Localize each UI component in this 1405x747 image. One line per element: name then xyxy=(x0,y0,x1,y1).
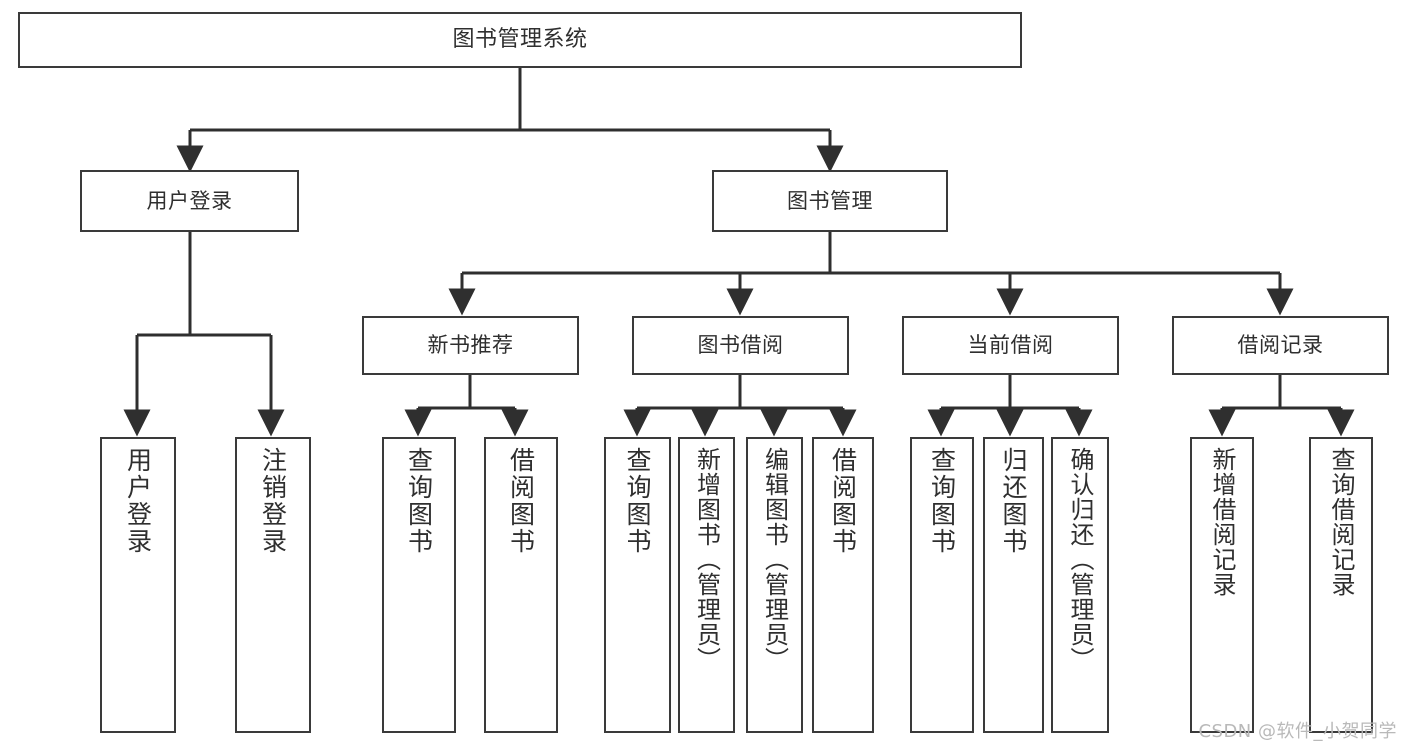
node-label: 新书推荐 xyxy=(427,333,514,358)
node-label: 用户登录 xyxy=(146,188,233,213)
leaf-user-login-signout[interactable]: 注销登录 xyxy=(235,437,311,733)
csdn-watermark: CSDN @软件_小贺同学 xyxy=(1198,721,1397,742)
node-book-borrow[interactable]: 图书借阅 xyxy=(632,316,849,375)
node-label: 图书管理系统 xyxy=(452,27,588,53)
leaf-current-query-book[interactable]: 查询图书 xyxy=(910,437,974,733)
leaf-records-add-record[interactable]: 新增借阅记录 xyxy=(1190,437,1254,733)
node-label: 借阅记录 xyxy=(1237,333,1324,358)
node-label: 查询借阅记录 xyxy=(1327,447,1355,597)
leaf-current-return-book[interactable]: 归还图书 xyxy=(983,437,1044,733)
leaf-recommend-borrow-book[interactable]: 借阅图书 xyxy=(484,437,558,733)
node-label: 图书管理 xyxy=(787,188,873,213)
node-new-book-recommend[interactable]: 新书推荐 xyxy=(362,316,579,375)
leaf-recommend-query-book[interactable]: 查询图书 xyxy=(382,437,456,733)
node-label: 查询图书 xyxy=(404,447,434,555)
node-user-login[interactable]: 用户登录 xyxy=(80,170,299,232)
node-label: 新增图书（管理员） xyxy=(692,447,721,672)
node-label: 借阅图书 xyxy=(506,447,536,555)
node-label: 当前借阅 xyxy=(967,333,1054,358)
node-label: 新增借阅记录 xyxy=(1208,447,1236,597)
node-book-management[interactable]: 图书管理 xyxy=(712,170,948,232)
node-label: 确认归还（管理员） xyxy=(1066,447,1094,672)
node-label: 归还图书 xyxy=(999,447,1028,555)
node-borrow-records[interactable]: 借阅记录 xyxy=(1172,316,1389,375)
node-label: 查询图书 xyxy=(623,447,652,555)
node-label: 查询图书 xyxy=(927,447,957,555)
node-label: 图书借阅 xyxy=(697,333,784,358)
node-label: 编辑图书（管理员） xyxy=(760,447,789,672)
leaf-borrow-borrow-book[interactable]: 借阅图书 xyxy=(812,437,874,733)
leaf-borrow-add-book-admin[interactable]: 新增图书（管理员） xyxy=(678,437,735,733)
node-label: 用户登录 xyxy=(123,447,153,555)
leaf-borrow-query-book[interactable]: 查询图书 xyxy=(604,437,671,733)
leaf-user-login-signin[interactable]: 用户登录 xyxy=(100,437,176,733)
leaf-current-confirm-return-admin[interactable]: 确认归还（管理员） xyxy=(1051,437,1109,733)
node-label: 注销登录 xyxy=(258,447,288,555)
node-label: 借阅图书 xyxy=(828,447,858,555)
leaf-records-query-record[interactable]: 查询借阅记录 xyxy=(1309,437,1373,733)
node-root-book-management-system[interactable]: 图书管理系统 xyxy=(18,12,1022,68)
leaf-borrow-edit-book-admin[interactable]: 编辑图书（管理员） xyxy=(746,437,803,733)
node-current-borrow[interactable]: 当前借阅 xyxy=(902,316,1119,375)
